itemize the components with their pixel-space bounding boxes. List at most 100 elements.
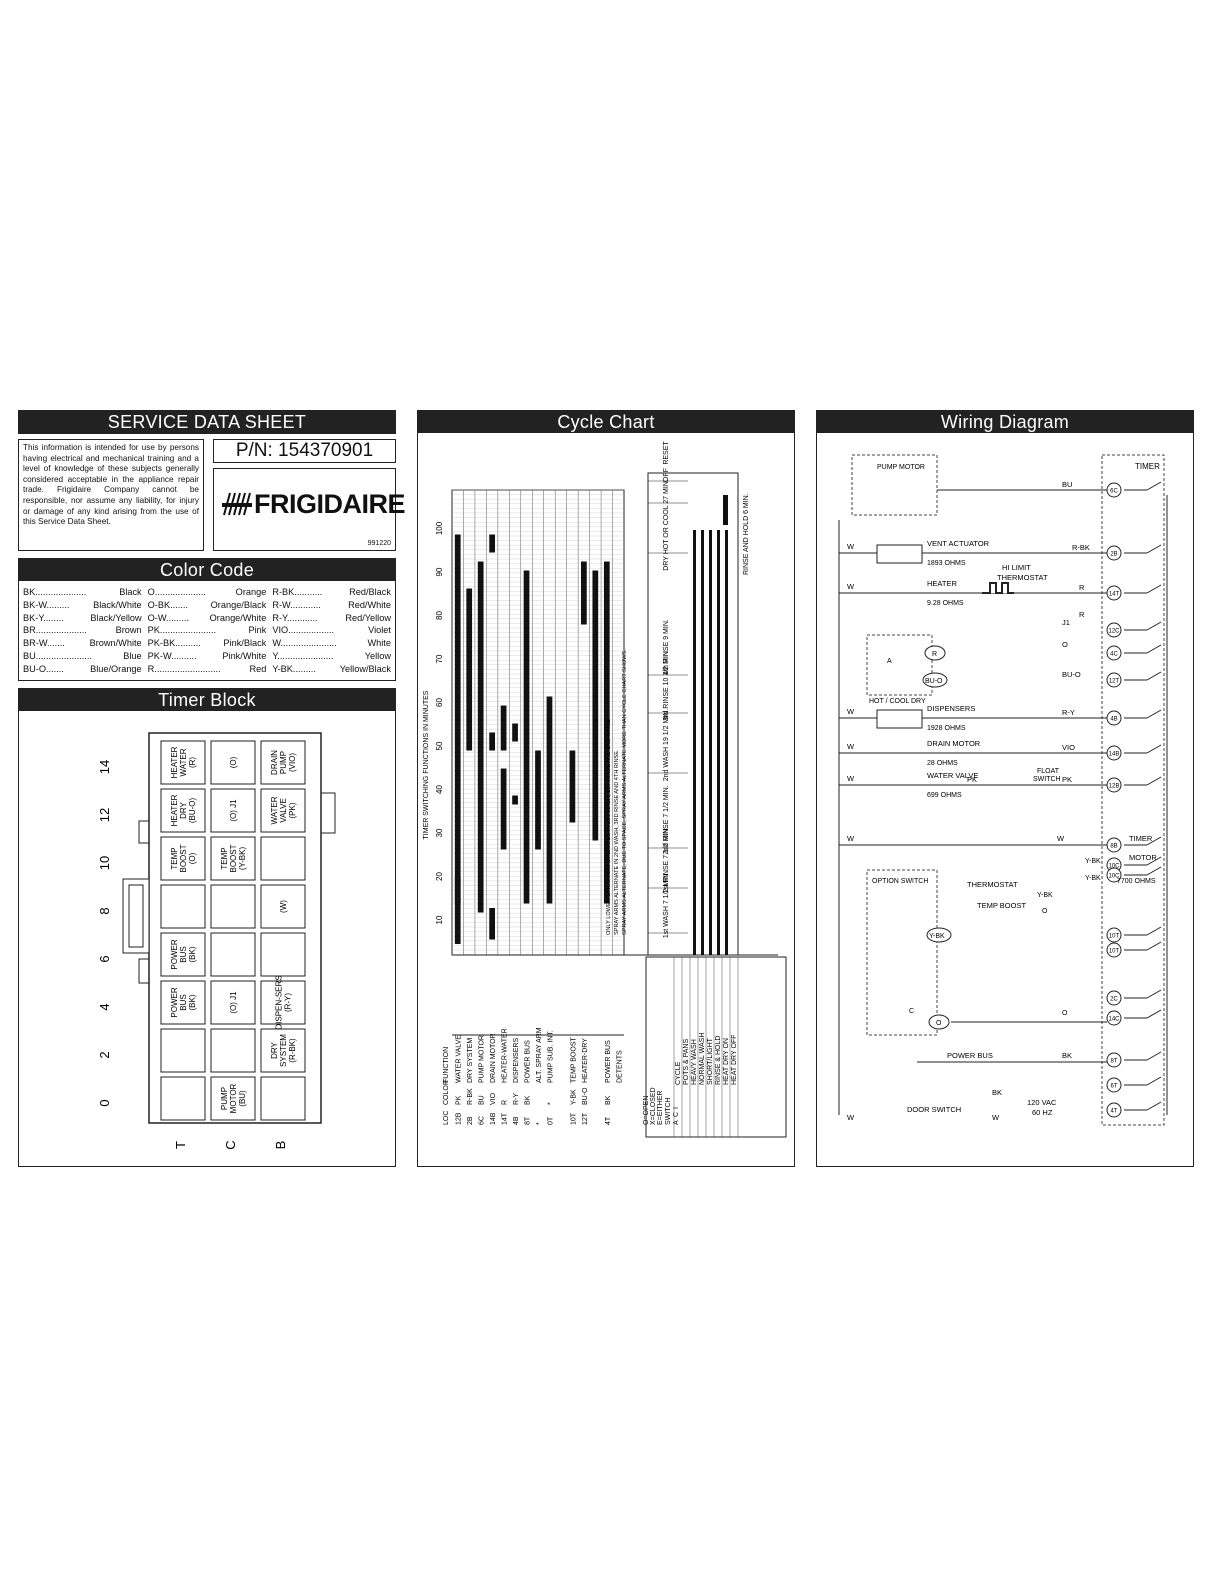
color-code-entry: PK......................Pink [148, 625, 267, 637]
switch-contact [1146, 926, 1162, 936]
timer-cell-line: DRAIN [270, 750, 279, 775]
chart-bar [581, 561, 587, 625]
heater-element [982, 582, 1014, 594]
timer-cell-line: HEATER [170, 746, 179, 778]
vent-resistor [876, 544, 923, 564]
chart-row-function: DETENTS [616, 1050, 623, 1083]
timer-cell-label: (O) J1 [229, 799, 238, 822]
chart-row-function: DISPENSERS [513, 1038, 520, 1083]
relay-bu-o [922, 672, 948, 688]
timer-row-label: 10 [97, 856, 112, 870]
float-label: FLOAT [1037, 768, 1060, 775]
timer-cell-line: DISPEN-SERS [275, 975, 284, 1029]
timer-cell-label: HEATERDRY(BU-O) [170, 794, 197, 826]
color-code-entry: R-Y............Red/Yellow [272, 613, 391, 625]
timer-cell-box [260, 788, 306, 833]
timer-col-label: B [273, 1141, 288, 1150]
timer-tab [321, 792, 336, 834]
chart-cycle: RINSE & HOLD [715, 1036, 722, 1085]
color-code-abbr: R-BK........... [272, 587, 323, 597]
chart-row-color: VIO [490, 1092, 497, 1105]
color-code-entry: R-W............Red/White [272, 600, 391, 612]
terminal-label: 4C [1110, 652, 1118, 658]
timer-cell-line: (R) [188, 757, 197, 768]
cycle-line [701, 530, 704, 955]
terminal-circle [1106, 622, 1122, 638]
chart-bar [489, 534, 495, 553]
wire-color: O [1062, 1010, 1068, 1017]
chart-bar [523, 570, 530, 904]
terminal-label: 6T [1110, 1084, 1117, 1090]
switch-contact [1146, 544, 1162, 554]
chart-phase: 3rd RINSE 10 1/2 MIN. [663, 649, 670, 721]
chart-cycle: CYCLE [675, 1061, 682, 1085]
chart-row-function: ALT. SPRAY ARM [536, 1027, 543, 1083]
timer-cell-box [260, 884, 306, 929]
color-code-abbr: BK-W......... [23, 599, 70, 610]
color-code-name: Red/Yellow [345, 612, 391, 623]
timer-cell [210, 932, 256, 977]
timer-cell-line: TEMP [220, 847, 229, 869]
terminal-circle [1106, 1052, 1122, 1068]
chart-row-loc: * [536, 1122, 543, 1125]
timer-cell-line: WATER [179, 748, 188, 776]
chart-bar [512, 795, 518, 805]
chart-bar [454, 534, 461, 944]
switch-contact [1146, 671, 1162, 681]
color-code-abbr: W...................... [272, 638, 337, 649]
chart-header: FUNCTION [443, 1047, 450, 1083]
wire-color: Y-BK [1085, 858, 1101, 865]
timer-cell-line: BUS [179, 946, 188, 962]
color-code-name: Black [119, 587, 142, 597]
switch-contact [1146, 1076, 1162, 1086]
wire-color: O [936, 1020, 942, 1027]
timer-cell: TEMPBOOST(O) [160, 836, 206, 881]
rinse-hold-bar [723, 495, 728, 525]
terminal-label: 10T [1109, 934, 1120, 940]
timer-cell-line: POWER [170, 939, 179, 969]
motor-ohms-label: 7700 OHMS [1117, 878, 1156, 885]
wire-color: R [1079, 583, 1085, 592]
wire-color: R [932, 651, 937, 658]
door-switch-label: DOOR SWITCH [907, 1105, 961, 1114]
wire-color: J1 [1062, 618, 1070, 627]
timer-cell-line: BOOST [179, 844, 188, 872]
terminal-label: 10T [1109, 949, 1120, 955]
brand-name: FRIGIDAIRE [254, 489, 406, 519]
terminal-label: 2C [1110, 997, 1118, 1003]
terminal-circle [1106, 1010, 1122, 1026]
color-code-abbr: PK-W.......... [147, 650, 197, 661]
color-code-abbr: O.................... [147, 587, 206, 597]
chart-bar [489, 732, 495, 751]
component-name: HEATER [927, 579, 957, 588]
switch-col: I [673, 1107, 680, 1109]
timer-block-box: Timer Block HEATERWATER(R)(O)DRAINPUMP(V… [18, 688, 396, 1167]
hot-cool-label: HOT / COOL DRY [869, 698, 926, 705]
timer-cell-line: POWER [170, 987, 179, 1017]
terminal-label: 2B [1110, 552, 1117, 558]
chart-row-loc: 12B [456, 1112, 463, 1125]
timer-cell-line: SYSTEM [279, 1034, 288, 1067]
component-ohms: 699 OHMS [927, 792, 962, 799]
option-switch-box [866, 869, 938, 1036]
switch-contact [1146, 1101, 1162, 1111]
chart-row-color: R-Y [513, 1093, 520, 1105]
color-code-name: Black/White [93, 599, 142, 610]
switch-contact [1146, 1051, 1162, 1061]
chart-tick: 30 [435, 828, 444, 837]
color-code-entry: O-W.........Orange/White [148, 613, 267, 625]
color-code-name: Pink/White [222, 650, 267, 661]
relay-r [924, 645, 946, 661]
timer-cell-line: VALVE [279, 798, 288, 823]
component-ohms: 9.28 OHMS [927, 600, 964, 607]
timer-cell-box [160, 788, 206, 833]
power-bus-label: POWER BUS [947, 1051, 993, 1060]
option-switch-label: OPTION SWITCH [872, 878, 928, 885]
chart-cycle: HEAT DRY OFF [731, 1035, 738, 1085]
timer-cell-label: DRAINPUMP(VIO) [270, 750, 297, 775]
chart-row-function: HEATER-WATER [502, 1028, 509, 1083]
terminal-label: 6C [1110, 489, 1118, 495]
timer-cell: POWERBUS(BK) [160, 932, 206, 977]
service-panel: SERVICE DATA SHEET This information is i… [18, 410, 406, 1167]
terminal-label: 10C [1108, 874, 1120, 880]
